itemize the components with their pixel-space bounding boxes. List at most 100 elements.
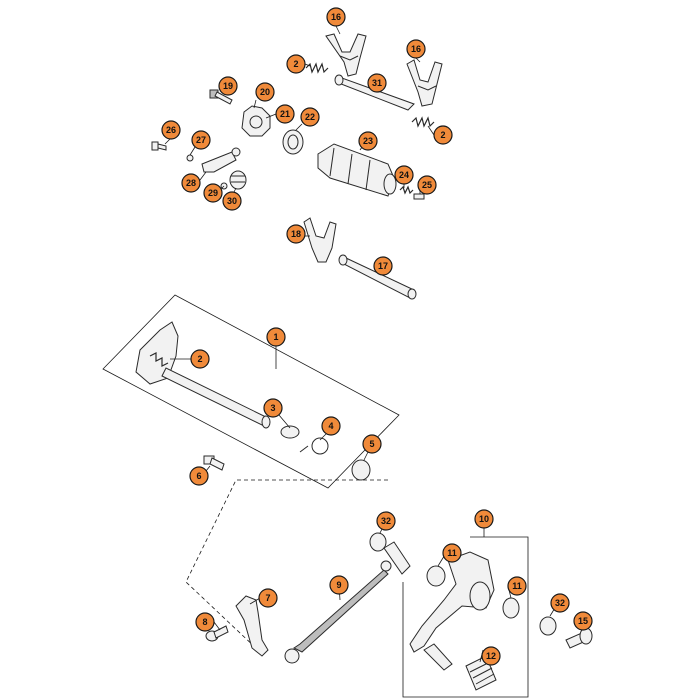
svg-text:7: 7 (265, 593, 270, 603)
callout-31: 31 (367, 73, 387, 93)
callout-17: 17 (373, 256, 393, 276)
bearing-11-right-part (502, 597, 520, 619)
callout-29: 29 (203, 183, 223, 203)
svg-text:28: 28 (186, 178, 196, 188)
svg-text:21: 21 (280, 109, 290, 119)
lever-28-part (201, 151, 237, 173)
callout-2-upper: 2 (286, 54, 306, 74)
svg-text:16: 16 (411, 44, 421, 54)
callout-16-left: 16 (326, 7, 346, 27)
callout-24: 24 (394, 165, 414, 185)
spring-4-part (299, 437, 329, 455)
callout-12: 12 (481, 646, 501, 666)
callout-1: 1 (266, 327, 286, 347)
fork-rod-lower (338, 254, 417, 300)
svg-text:3: 3 (270, 403, 275, 413)
callout-15: 15 (573, 611, 593, 631)
svg-text:23: 23 (363, 136, 373, 146)
callout-16-right: 16 (406, 39, 426, 59)
ring-3-part (280, 425, 300, 439)
pin-24-part (399, 185, 414, 195)
shift-star-part (241, 105, 271, 137)
spring-right (411, 116, 435, 128)
svg-text:32: 32 (381, 516, 391, 526)
svg-text:22: 22 (305, 112, 315, 122)
svg-text:24: 24 (399, 170, 409, 180)
svg-text:6: 6 (196, 471, 201, 481)
svg-text:9: 9 (336, 580, 341, 590)
svg-text:15: 15 (578, 616, 588, 626)
callout-4: 4 (321, 416, 341, 436)
bolt-26-part (151, 141, 167, 151)
shift-lever-part (235, 595, 269, 657)
group-frame-dashed (185, 479, 388, 651)
callout-11-right: 11 (507, 576, 527, 596)
svg-text:12: 12 (486, 651, 496, 661)
callout-25: 25 (417, 175, 437, 195)
callout-7: 7 (258, 588, 278, 608)
linkage-rod-part (284, 560, 392, 664)
callout-30: 30 (222, 191, 242, 211)
svg-text:31: 31 (372, 78, 382, 88)
washer-27-part (186, 154, 194, 162)
svg-text:2: 2 (197, 354, 202, 364)
svg-text:27: 27 (196, 135, 206, 145)
svg-text:5: 5 (369, 439, 374, 449)
pin-25-part (413, 193, 425, 200)
callout-11-left: 11 (442, 543, 462, 563)
callout-8: 8 (195, 612, 215, 632)
svg-text:32: 32 (555, 598, 565, 608)
callout-27: 27 (191, 130, 211, 150)
svg-text:26: 26 (166, 125, 176, 135)
svg-text:8: 8 (202, 617, 207, 627)
svg-text:20: 20 (260, 87, 270, 97)
callout-26: 26 (161, 120, 181, 140)
callout-2-lower: 2 (190, 349, 210, 369)
fork-rod-upper (334, 74, 415, 111)
bolt-6-part (203, 455, 225, 471)
callout-32-right: 32 (550, 593, 570, 613)
callout-21: 21 (275, 104, 295, 124)
bearing-11-left-part (426, 565, 446, 587)
washer-32-right-part (539, 616, 557, 636)
svg-text:17: 17 (378, 261, 388, 271)
svg-text:11: 11 (512, 581, 522, 591)
callout-18: 18 (286, 224, 306, 244)
callout-5: 5 (362, 434, 382, 454)
svg-text:16: 16 (331, 12, 341, 22)
washer-22-part (282, 129, 304, 155)
svg-text:29: 29 (208, 188, 218, 198)
svg-text:2: 2 (440, 130, 445, 140)
callout-23: 23 (358, 131, 378, 151)
svg-text:25: 25 (422, 180, 432, 190)
svg-text:19: 19 (223, 81, 233, 91)
callout-6: 6 (189, 466, 209, 486)
bolt-15-part (565, 627, 593, 649)
callout-9: 9 (329, 575, 349, 595)
svg-text:18: 18 (291, 229, 301, 239)
callout-2-right: 2 (433, 125, 453, 145)
shift-fork-lower (303, 217, 337, 263)
svg-text:30: 30 (227, 196, 237, 206)
washer-5-part (351, 459, 371, 481)
spring-upper (305, 62, 329, 74)
callout-22: 22 (300, 107, 320, 127)
shift-fork-right (406, 59, 443, 107)
bolt-19-part (209, 89, 233, 105)
pivot-bolt-part (383, 541, 411, 575)
svg-text:11: 11 (447, 548, 457, 558)
shift-drum-part (317, 143, 397, 197)
svg-text:10: 10 (479, 514, 489, 524)
callout-20: 20 (255, 82, 275, 102)
group-frame-10 (402, 536, 529, 698)
callout-3: 3 (263, 398, 283, 418)
shift-fork-left (325, 33, 367, 77)
svg-text:4: 4 (328, 421, 333, 431)
washer-32-left-part (369, 532, 387, 552)
spring-30-part (229, 170, 247, 190)
group-frame-1 (102, 294, 400, 489)
svg-text:2: 2 (293, 59, 298, 69)
callout-10: 10 (474, 509, 494, 529)
svg-text:1: 1 (273, 332, 278, 342)
